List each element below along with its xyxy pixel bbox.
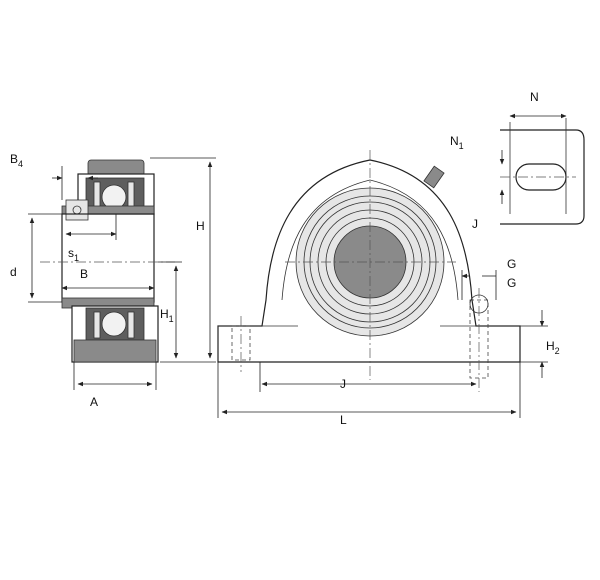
label-h2: H2 — [546, 339, 560, 356]
front-dimensions — [217, 270, 548, 418]
side-dimensions — [28, 157, 216, 390]
side-housing-base — [73, 339, 157, 363]
label-b4: B4 — [10, 152, 23, 169]
label-j: J — [340, 377, 346, 391]
label-l: L — [340, 413, 347, 427]
dimension-labels: B4 s1 B d H H1 A N N1 J G G H2 J L — [10, 90, 560, 427]
front-view — [217, 150, 521, 392]
label-n: N — [530, 90, 539, 104]
label-h: H — [196, 219, 205, 233]
side-lower-seal-right — [127, 311, 135, 339]
label-d: d — [10, 265, 17, 279]
side-lower-ball — [101, 311, 127, 337]
grease-nipple — [423, 165, 445, 189]
slot-hole — [515, 163, 567, 191]
label-g-upper: G — [507, 257, 516, 271]
label-s1: s1 — [68, 246, 79, 263]
label-a: A — [90, 395, 98, 409]
side-lower-seal-left — [93, 311, 101, 339]
label-b: B — [80, 267, 88, 281]
label-j-upper: J — [472, 217, 478, 231]
side-upper-ball — [101, 184, 127, 210]
label-g-lower: G — [507, 276, 516, 290]
label-h1: H1 — [160, 307, 174, 324]
detail-n-view — [499, 113, 585, 225]
side-section-view — [40, 159, 175, 363]
side-set-screw-collar — [65, 199, 89, 221]
label-n1: N1 — [450, 134, 464, 151]
